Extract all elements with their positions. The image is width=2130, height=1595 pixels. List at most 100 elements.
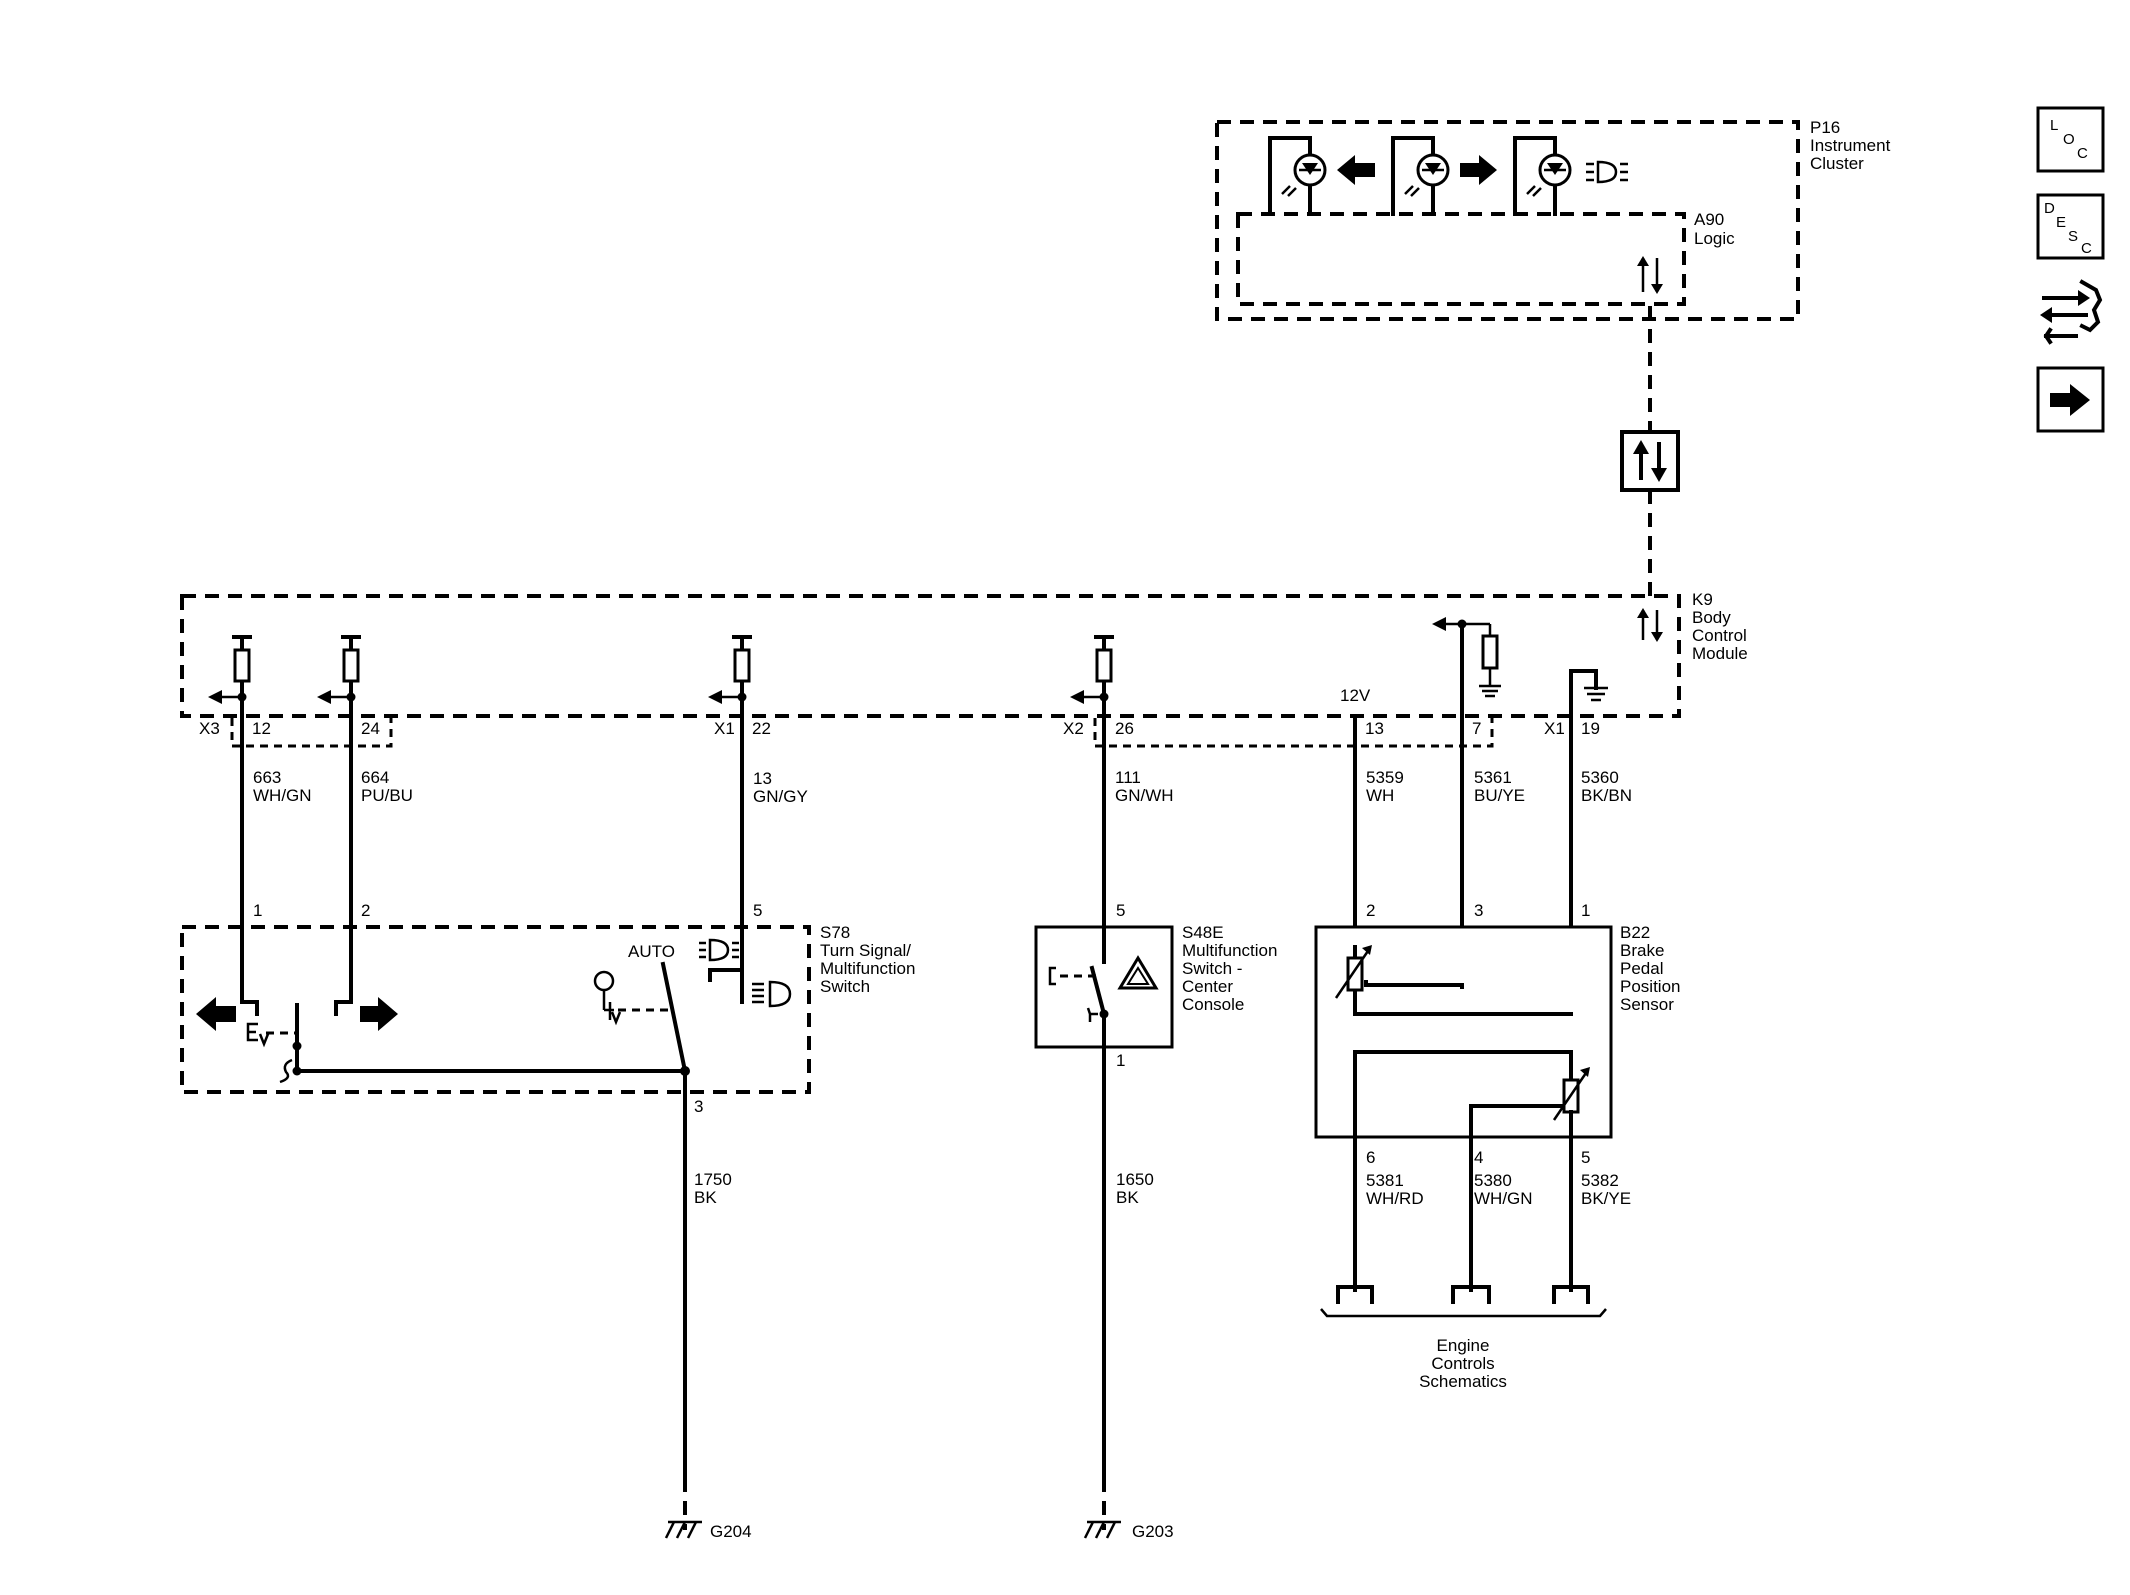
high-beam-indicator	[1513, 136, 1628, 216]
s78-contact-tail	[279, 1058, 293, 1084]
k9-pin-26: 26	[1115, 719, 1134, 738]
connector-x2-x1-outline	[1093, 718, 1494, 748]
hazard-triangle-icon	[1117, 955, 1159, 990]
s78-pin-3: 3	[694, 1097, 703, 1116]
left-turn-indicator	[1268, 136, 1375, 216]
right-arrow-icon	[1460, 155, 1497, 185]
wire-111-label: 111 GN/WH	[1115, 768, 1174, 805]
auto-label: AUTO	[628, 942, 675, 961]
s48e-name-line4: Console	[1182, 995, 1244, 1014]
svg-text:PU/BU: PU/BU	[361, 786, 413, 805]
s48e-contact-tail	[1086, 1007, 1098, 1022]
a90-id: A90	[1694, 210, 1724, 229]
svg-text:663: 663	[253, 768, 281, 787]
svg-text:1750: 1750	[694, 1170, 732, 1189]
right-turn-indicator	[1391, 136, 1497, 216]
svg-text:GN/WH: GN/WH	[1115, 786, 1174, 805]
svg-text:5359: 5359	[1366, 768, 1404, 787]
wire-663-label: 663 WH/GN	[253, 768, 312, 805]
p16-instrument-cluster[interactable]: P16 Instrument Cluster	[1215, 118, 1891, 321]
s48e-actuator-icon	[1048, 966, 1056, 986]
desc-letter-c: C	[2081, 240, 2092, 257]
svg-text:5381: 5381	[1366, 1171, 1404, 1190]
desc-letter-s: S	[2068, 228, 2078, 245]
s48e-name-line3: Center	[1182, 977, 1233, 996]
svg-text:WH/RD: WH/RD	[1366, 1189, 1424, 1208]
svg-text:5380: 5380	[1474, 1171, 1512, 1190]
wire-5360-label: 5360 BK/BN	[1581, 768, 1632, 805]
b22-sensor1-wiper	[1364, 980, 1464, 989]
connector-end-view-button[interactable]	[2036, 278, 2106, 346]
s78-right-arrow-icon	[360, 997, 398, 1031]
s78-id: S78	[820, 923, 850, 942]
b22-pin-4: 4	[1474, 1148, 1483, 1167]
wire-13-label: 13 GN/GY	[753, 769, 808, 806]
s48e-name-line2: Switch -	[1182, 959, 1242, 978]
connector-x2-label: X2	[1063, 719, 1084, 738]
engine-controls-line2: Controls	[1431, 1354, 1494, 1373]
k9-name-line2: Control	[1692, 626, 1747, 645]
b22-name-line3: Position	[1620, 977, 1680, 996]
s48e-pin-5: 5	[1116, 901, 1125, 920]
b22-sensor2-circuit	[1353, 1050, 1573, 1164]
svg-text:13: 13	[753, 769, 772, 788]
engine-controls-link[interactable]: Engine Controls Schematics	[1320, 1285, 1607, 1391]
svg-text:BK: BK	[694, 1188, 717, 1207]
s78-name-line1: Turn Signal/	[820, 941, 911, 960]
s78-left-arrow-icon	[196, 997, 236, 1031]
s78-pin-5: 5	[753, 901, 762, 920]
p16-name-line1: Instrument	[1810, 136, 1891, 155]
k9-body-control-module[interactable]: K9 Body Control Module	[180, 590, 1748, 718]
connector-end-view-icon	[2040, 279, 2103, 345]
connector-x3-label: X3	[199, 719, 220, 738]
arrow-right-icon	[2050, 384, 2090, 416]
a90-name: Logic	[1694, 229, 1735, 248]
svg-text:5360: 5360	[1581, 768, 1619, 787]
location-button[interactable]: L O C	[2036, 106, 2105, 173]
serial-data-link-icon[interactable]	[1620, 430, 1680, 492]
s78-pin-1: 1	[253, 901, 262, 920]
k9-pin-22: 22	[752, 719, 771, 738]
s48e-name-line1: Multifunction	[1182, 941, 1277, 960]
p16-name-line2: Cluster	[1810, 154, 1864, 173]
s48e-hazard-switch[interactable]: S48E Multifunction Switch - Center Conso…	[1034, 923, 1277, 1049]
b22-name-line1: Brake	[1620, 941, 1664, 960]
connector-x1-label: X1	[714, 719, 735, 738]
svg-text:BK/BN: BK/BN	[1581, 786, 1632, 805]
b22-pin-2: 2	[1366, 901, 1375, 920]
k9-driver-pin12	[208, 635, 252, 1004]
s78-pin-2: 2	[361, 901, 370, 920]
k9-name-line1: Body	[1692, 608, 1731, 627]
svg-text:BK/YE: BK/YE	[1581, 1189, 1631, 1208]
s78-low-beam-icon	[752, 980, 792, 1008]
svg-text:WH/GN: WH/GN	[253, 786, 312, 805]
high-beam-contact	[708, 962, 744, 982]
k9-pin-19: 19	[1581, 719, 1600, 738]
svg-text:BU/YE: BU/YE	[1474, 786, 1525, 805]
k9-pin-12: 12	[252, 719, 271, 738]
auto-headlamp-switch-blade	[660, 961, 688, 1074]
wire-5361-label: 5361 BU/YE	[1474, 768, 1525, 805]
k9-pin-13: 13	[1365, 719, 1384, 738]
wire-5380-label: 5380 WH/GN	[1474, 1171, 1533, 1208]
wire-664-label: 664 PU/BU	[361, 768, 413, 805]
a90-logic[interactable]: A90 Logic	[1236, 210, 1735, 306]
s78-turn-signal-switch[interactable]: S78 Turn Signal/ Multifunction Switch	[180, 923, 915, 1094]
next-page-button[interactable]	[2036, 366, 2105, 433]
b22-pin-6: 6	[1366, 1148, 1375, 1167]
description-button[interactable]: D E S C	[2036, 193, 2105, 260]
svg-text:GN/GY: GN/GY	[753, 787, 808, 806]
s48e-id: S48E	[1182, 923, 1224, 942]
engine-controls-line3: Schematics	[1419, 1372, 1507, 1391]
wire-5359-label: 5359 WH	[1366, 768, 1404, 805]
s78-name-line2: Multifunction	[820, 959, 915, 978]
left-turn-contact	[240, 1000, 259, 1016]
svg-text:664: 664	[361, 768, 389, 787]
wire-1750-label: 1750 BK	[694, 1170, 732, 1207]
b22-brake-pedal-position-sensor[interactable]: B22 Brake Pedal Position Sensor	[1314, 923, 1680, 1139]
ground-g203-icon	[1083, 1520, 1121, 1539]
s78-high-beam-icon	[699, 938, 739, 962]
b22-pin-5: 5	[1581, 1148, 1590, 1167]
svg-text:WH: WH	[1366, 786, 1394, 805]
